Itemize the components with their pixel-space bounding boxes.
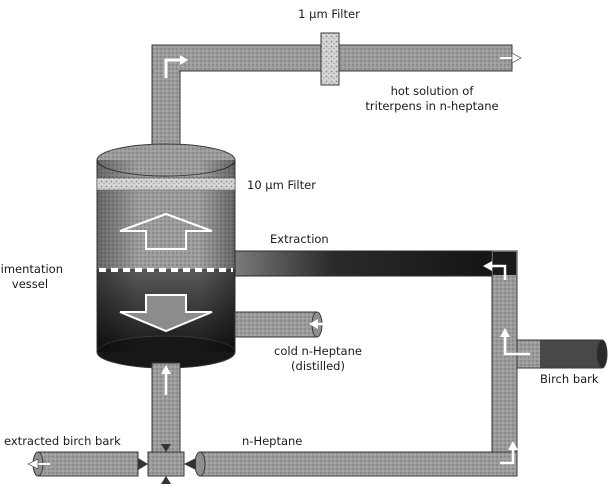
flow-arrow-heptane-corner-head: [508, 441, 518, 450]
label-extracted-birch-bark: extracted birch bark: [4, 434, 121, 448]
birch-bark-inlet: [516, 339, 608, 369]
label-cold-heptane-1: cold n-Heptane: [274, 344, 362, 358]
extracted-bark-outlet: [32, 451, 139, 477]
label-sedimentation-2: vessel: [12, 277, 48, 291]
flow-arrow-birch-bark: [503, 335, 530, 356]
cold-heptane-inlet: [234, 311, 323, 338]
label-hot-solution-1: hot solution of: [391, 84, 475, 98]
flow-arrow-bottom-up-head: [161, 365, 171, 374]
flow-arrow-extraction-corner: [490, 264, 507, 280]
flow-arrow-extracted-bark: [27, 458, 50, 470]
up-arrow: [119, 212, 213, 250]
flow-arrow-heptane-corner: [500, 448, 515, 465]
flow-arrow-birch-bark-head: [500, 328, 510, 337]
label-1um-filter: 1 µm Filter: [298, 7, 360, 21]
label-extraction: Extraction: [270, 232, 329, 246]
label-10um-filter: 10 µm Filter: [247, 178, 316, 192]
flow-arrow-top-corner-head: [180, 55, 188, 65]
filter-10um-band: [96, 177, 236, 191]
label-sedimentation-1: Sedimentation: [0, 262, 63, 276]
label-n-heptane: n-Heptane: [242, 434, 302, 448]
flow-arrow-top-outlet: [500, 52, 522, 64]
label-cold-heptane-2: (distilled): [291, 359, 345, 373]
flow-arrow-cold-heptane-head: [309, 319, 318, 329]
flow-arrow-top-corner: [164, 58, 182, 78]
sedimentation-vessel: [96, 143, 236, 369]
label-hot-solution-2: triterpens in n-heptane: [365, 99, 498, 113]
n-heptane-pipe: [194, 451, 518, 477]
filter-1um-block: [320, 32, 340, 86]
flow-arrow-extraction-corner-head: [483, 261, 492, 271]
bottom-junction: [138, 444, 196, 484]
label-birch-bark: Birch bark: [540, 372, 599, 386]
down-arrow: [119, 294, 213, 333]
